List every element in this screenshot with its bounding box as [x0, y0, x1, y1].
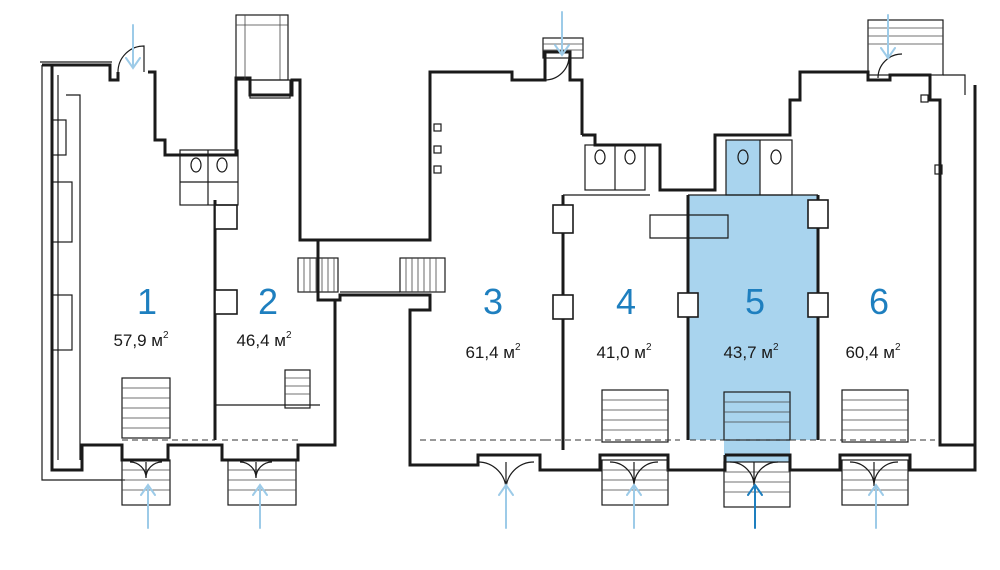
unit-6-area: 60,4 м: [845, 343, 895, 362]
unit-1-number: 1: [137, 281, 157, 322]
unit-1-label[interactable]: 1 57,9 м2: [113, 281, 169, 350]
unit-4-label[interactable]: 4 41,0 м2: [596, 281, 652, 362]
unit-6-label[interactable]: 6 60,4 м2: [845, 281, 901, 362]
building-left-walls: [40, 14, 337, 481]
unit-6-number: 6: [869, 281, 889, 322]
unit-2-label[interactable]: 2 46,4 м2: [236, 281, 292, 350]
entrance-arrow-icon: [125, 11, 896, 529]
unit-2-number: 2: [258, 281, 278, 322]
unit-3-area-unit-sup: 2: [515, 342, 521, 353]
svg-text:46,4 м2: 46,4 м2: [236, 330, 292, 350]
unit-5-area-unit-sup: 2: [773, 342, 779, 353]
svg-text:61,4 м2: 61,4 м2: [465, 342, 521, 362]
unit-4-area: 41,0 м: [596, 343, 646, 362]
unit-5-number: 5: [745, 281, 765, 322]
building-right-walls: [433, 19, 977, 472]
unit-3-number: 3: [483, 281, 503, 322]
unit-3-area: 61,4 м: [465, 343, 515, 362]
unit-1-area-unit-sup: 2: [163, 330, 169, 341]
unit-4-number: 4: [616, 281, 636, 322]
unit-6-area-unit-sup: 2: [895, 342, 901, 353]
svg-text:41,0 м2: 41,0 м2: [596, 342, 652, 362]
toilet-icon: [190, 149, 782, 173]
unit-5-label[interactable]: 5 43,7 м2: [723, 281, 779, 362]
unit-5-highlight[interactable]: [688, 140, 818, 462]
unit-2-area: 46,4 м: [236, 331, 286, 350]
unit-5-area: 43,7 м: [723, 343, 773, 362]
unit-4-area-unit-sup: 2: [646, 342, 652, 353]
unit-3-label[interactable]: 3 61,4 м2: [465, 281, 521, 362]
svg-text:57,9 м2: 57,9 м2: [113, 330, 169, 350]
corridor-walls: [297, 50, 727, 472]
svg-text:43,7 м2: 43,7 м2: [723, 342, 779, 362]
unit-1-area: 57,9 м: [113, 331, 163, 350]
unit-2-area-unit-sup: 2: [286, 330, 292, 341]
svg-text:60,4 м2: 60,4 м2: [845, 342, 901, 362]
